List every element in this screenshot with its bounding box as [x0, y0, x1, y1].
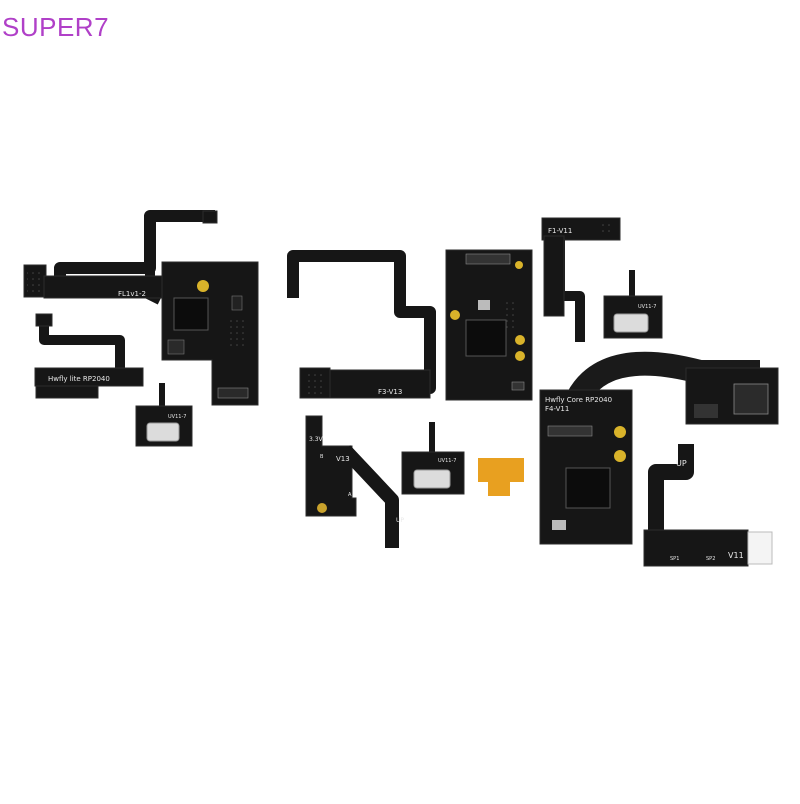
lite-ribbon-label: Hwfly lite RP2040	[48, 375, 110, 383]
v13-label: V13	[336, 455, 350, 463]
core-board-title: Hwfly Core RP2040	[545, 396, 612, 404]
flex-cable-v13: 3.3V V13 B A UP	[305, 415, 404, 548]
store-watermark: SUPER7	[2, 12, 110, 42]
hwfly-core-board: Hwfly Core RP2040 F4-V11	[539, 389, 633, 545]
flex-f1-label: F1-V11	[548, 227, 572, 235]
usb-tag-3: UV11-7	[438, 458, 456, 464]
usb-board-3: UV11-7	[401, 422, 465, 495]
flex-cable-f3v13: F3-V13	[287, 250, 436, 399]
orange-mini-flex	[478, 458, 524, 496]
flex-cable-f1v11: F1-V11	[541, 217, 621, 342]
usb-tag-1: UV11-7	[168, 414, 186, 420]
up-label-v11: UP	[676, 459, 687, 468]
usb-board-2: UV11-7	[603, 270, 663, 339]
lite-ribbon: Hwfly lite RP2040	[34, 313, 144, 399]
flex-cable-v11: UP V11 SP1 SP2	[643, 444, 773, 567]
flex-f3-label: F3-V13	[378, 388, 402, 396]
sp2-label: SP2	[706, 556, 715, 562]
hwfly-lite-board	[161, 261, 259, 406]
v11-label: V11	[728, 551, 744, 560]
v33-label: 3.3V	[309, 436, 324, 443]
middle-main-board	[445, 249, 533, 401]
flex-fl-label: FL1v1-2	[118, 290, 146, 298]
sp1-label: SP1	[670, 556, 679, 562]
b-label: B	[320, 454, 324, 460]
core-board-version: F4-V11	[545, 405, 569, 413]
a-label: A	[348, 492, 352, 498]
flex-cable-fl1v1: FL1v1-2	[23, 210, 218, 305]
up-label-v13: UP	[396, 517, 404, 524]
usb-tag-2: UV11-7	[638, 304, 656, 310]
usb-board-1: UV11-7	[135, 383, 193, 447]
